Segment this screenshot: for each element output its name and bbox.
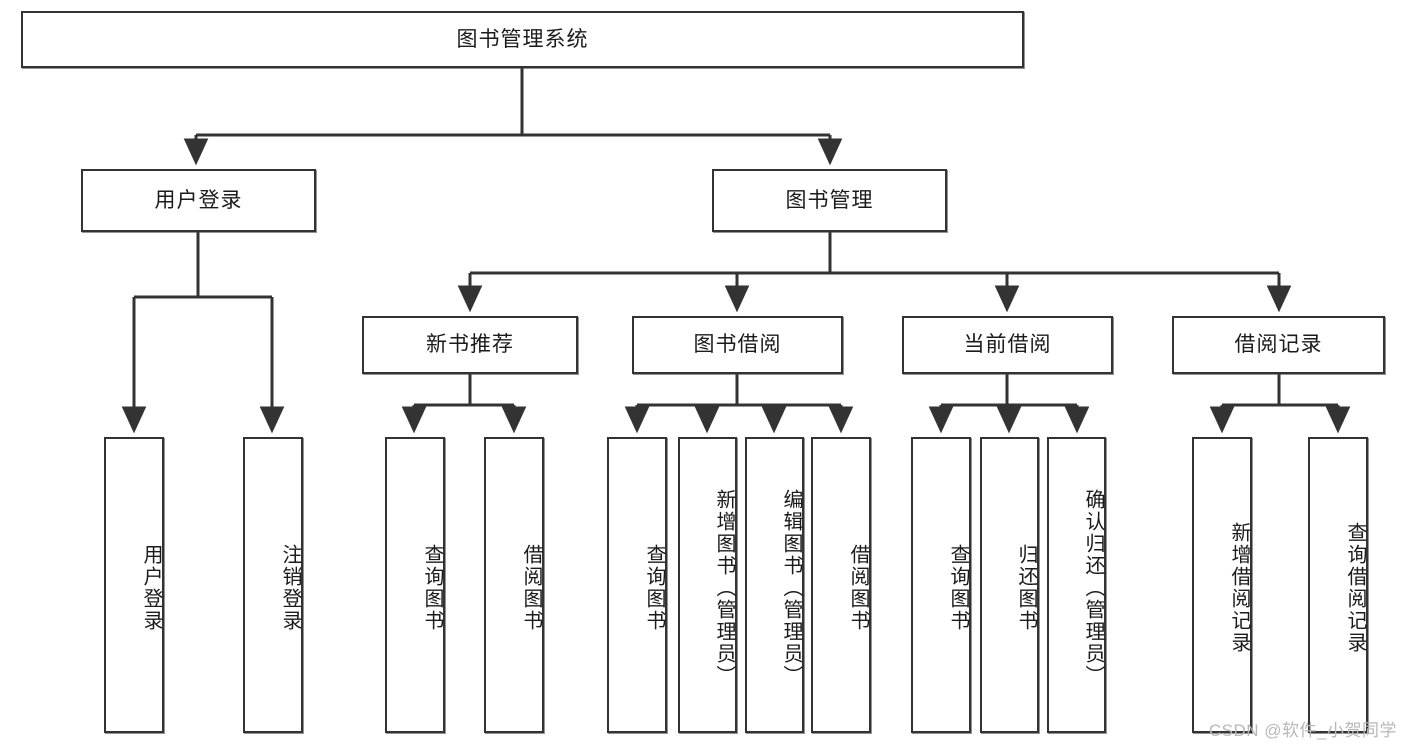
node-label: 当前借阅 (963, 333, 1052, 357)
node-user-login[interactable]: 用户登录 (81, 169, 316, 232)
node-label: 查询借阅记录 (1344, 522, 1366, 654)
node-book-borrow[interactable]: 图书借阅 (632, 316, 843, 374)
node-label: 归还图书 (1015, 544, 1037, 632)
node-label: 图书借阅 (693, 333, 782, 357)
node-label: 借阅图书 (520, 544, 542, 632)
leaf-query-borrow-record[interactable]: 查询借阅记录 (1308, 437, 1368, 733)
leaf-query-book-current[interactable]: 查询图书 (911, 437, 971, 733)
node-label: 查询图书 (947, 544, 969, 632)
node-label: 编辑图书（管理员） (780, 489, 802, 687)
node-current-borrow[interactable]: 当前借阅 (902, 316, 1113, 374)
node-label: 用户登录 (140, 544, 162, 632)
node-label: 图书管理系统 (456, 27, 589, 51)
node-label: 借阅图书 (847, 544, 869, 632)
leaf-query-book-newbook[interactable]: 查询图书 (385, 437, 445, 733)
leaf-return-book[interactable]: 归还图书 (980, 437, 1039, 733)
node-label: 注销登录 (279, 544, 301, 632)
node-root-book-management-system[interactable]: 图书管理系统 (21, 11, 1024, 68)
node-book-management[interactable]: 图书管理 (712, 169, 947, 232)
node-borrow-record[interactable]: 借阅记录 (1172, 316, 1385, 374)
node-new-book-recommend[interactable]: 新书推荐 (362, 316, 578, 374)
node-label: 新增借阅记录 (1228, 522, 1250, 654)
node-label: 确认归还（管理员） (1082, 489, 1104, 687)
node-label: 借阅记录 (1234, 333, 1323, 357)
leaf-query-book-borrow[interactable]: 查询图书 (607, 437, 667, 733)
leaf-borrow-book-newbook[interactable]: 借阅图书 (484, 437, 544, 733)
leaf-user-login[interactable]: 用户登录 (104, 437, 164, 733)
node-label: 用户登录 (154, 188, 243, 212)
node-label: 新增图书（管理员） (713, 489, 735, 687)
node-label: 查询图书 (421, 544, 443, 632)
node-label: 查询图书 (643, 544, 665, 632)
leaf-add-book-admin[interactable]: 新增图书（管理员） (678, 437, 737, 733)
leaf-logout[interactable]: 注销登录 (243, 437, 303, 733)
leaf-confirm-return-admin[interactable]: 确认归还（管理员） (1047, 437, 1106, 733)
leaf-add-borrow-record[interactable]: 新增借阅记录 (1192, 437, 1252, 733)
node-label: 图书管理 (785, 188, 874, 212)
watermark: CSDN @软件_小贺同学 (1208, 721, 1397, 740)
leaf-borrow-book[interactable]: 借阅图书 (811, 437, 871, 733)
leaf-edit-book-admin[interactable]: 编辑图书（管理员） (745, 437, 804, 733)
node-label: 新书推荐 (426, 333, 514, 357)
